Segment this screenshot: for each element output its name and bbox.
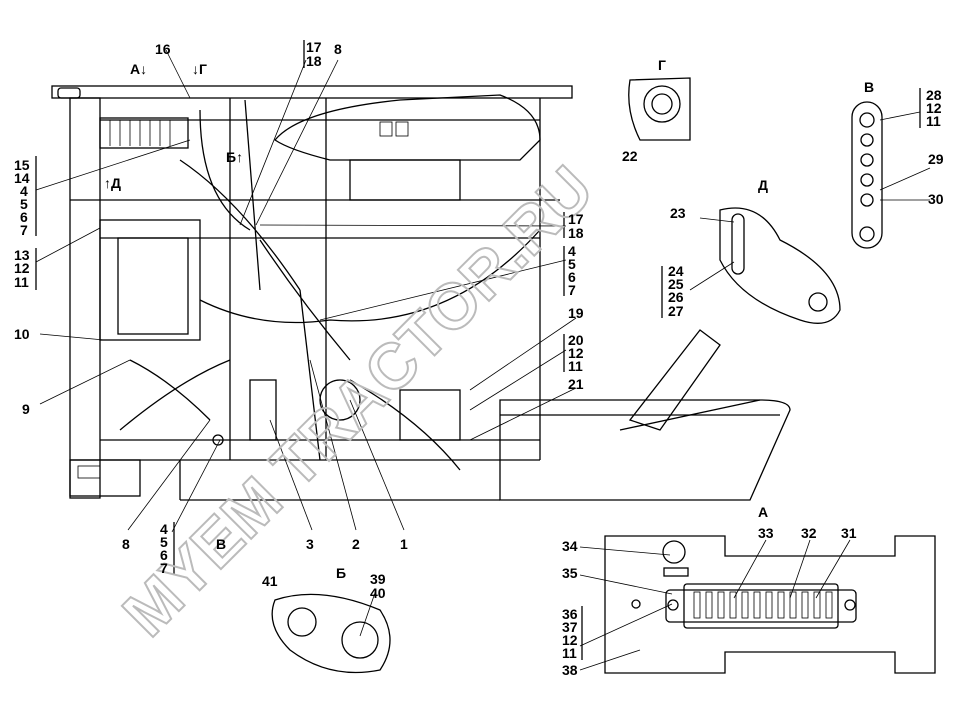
- leader-lines: [35, 49, 931, 671]
- label-12-a: 12: [562, 632, 578, 648]
- label-24: 24: [668, 263, 684, 279]
- label-1: 1: [400, 536, 408, 552]
- label-8-bottom: 8: [122, 536, 130, 552]
- label-7-bottom: 7: [160, 560, 168, 576]
- label-27: 27: [668, 303, 684, 319]
- view-a-drawing: [604, 535, 936, 674]
- label-6-right: 6: [568, 269, 576, 285]
- label-35: 35: [562, 565, 578, 581]
- label-6-bottom: 6: [160, 547, 168, 563]
- label-11: 11: [14, 274, 29, 290]
- label-25: 25: [668, 276, 684, 292]
- label-37: 37: [562, 619, 578, 635]
- label-12-v: 12: [926, 100, 942, 116]
- label-11-a: 11: [562, 645, 577, 661]
- view-marker-b: Б↑: [226, 149, 243, 165]
- label-23: 23: [670, 205, 686, 221]
- label-10: 10: [14, 326, 30, 342]
- view-v-title: В: [864, 79, 874, 95]
- label-36: 36: [562, 606, 578, 622]
- label-18-right: 18: [568, 225, 584, 241]
- label-6: 6: [20, 209, 28, 225]
- label-3: 3: [306, 536, 314, 552]
- label-12-right: 12: [568, 345, 584, 361]
- view-v-drawing: [851, 101, 883, 249]
- label-19: 19: [568, 305, 584, 321]
- label-2: 2: [352, 536, 360, 552]
- label-5-right: 5: [568, 256, 576, 272]
- view-g-title: Г: [658, 57, 666, 73]
- stack-bars: [35, 40, 921, 660]
- label-29: 29: [928, 151, 944, 167]
- label-5: 5: [20, 196, 28, 212]
- label-20: 20: [568, 332, 584, 348]
- label-38: 38: [562, 662, 578, 678]
- label-16: 16: [155, 41, 171, 57]
- label-28: 28: [926, 87, 942, 103]
- label-32: 32: [801, 525, 817, 541]
- callout-labels: А↓ ↓Г Б↑ ↑Д 16 17 18 8 15 14 4 5 6 7 13 …: [14, 39, 944, 678]
- label-5-bottom: 5: [160, 534, 168, 550]
- view-d-title: Д: [758, 177, 768, 193]
- label-14: 14: [14, 170, 30, 186]
- view-marker-a: А↓: [130, 61, 147, 77]
- label-21: 21: [568, 376, 584, 392]
- label-22: 22: [622, 148, 638, 164]
- view-g-drawing: [628, 77, 691, 141]
- label-17-right: 17: [568, 211, 584, 227]
- label-12: 12: [14, 260, 30, 276]
- view-marker-v: В: [216, 536, 226, 552]
- label-33: 33: [758, 525, 774, 541]
- view-d-drawing: [719, 207, 841, 324]
- label-15: 15: [14, 157, 30, 173]
- label-11-right: 11: [568, 358, 583, 374]
- label-41: 41: [262, 573, 278, 589]
- label-26: 26: [668, 289, 684, 305]
- view-b-drawing: [271, 593, 391, 674]
- label-18: 18: [306, 53, 322, 69]
- label-34: 34: [562, 538, 578, 554]
- label-13: 13: [14, 247, 30, 263]
- label-4-bottom: 4: [160, 521, 168, 537]
- main-assembly-drawing: [51, 85, 791, 501]
- label-11-v: 11: [926, 113, 941, 129]
- view-a-title: А: [758, 504, 768, 520]
- label-4: 4: [20, 183, 28, 199]
- view-marker-d: ↑Д: [104, 175, 121, 191]
- label-30: 30: [928, 191, 944, 207]
- label-4-right: 4: [568, 243, 576, 259]
- label-8-top: 8: [334, 41, 342, 57]
- label-9: 9: [22, 401, 30, 417]
- view-marker-g: ↓Г: [192, 61, 207, 77]
- label-40: 40: [370, 585, 386, 601]
- label-7-right: 7: [568, 282, 576, 298]
- label-39: 39: [370, 571, 386, 587]
- label-17: 17: [306, 39, 322, 55]
- view-b-title: Б: [336, 565, 346, 581]
- watermark: MYEM TRACTOR.RU: [109, 152, 607, 650]
- label-31: 31: [841, 525, 857, 541]
- label-7: 7: [20, 222, 28, 238]
